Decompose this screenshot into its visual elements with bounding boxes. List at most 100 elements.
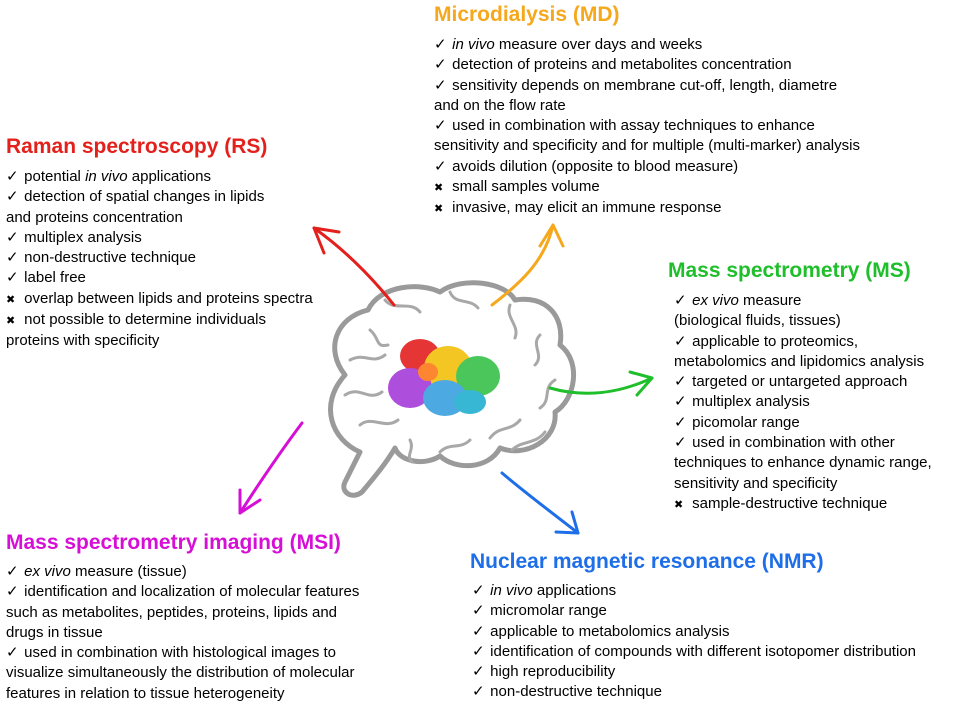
panel-title: Mass spectrometry (MS) [668,259,911,282]
check-mark-icon: ✓ [472,582,485,599]
cross-mark-icon: ✖ [434,203,444,216]
feature-line: and proteins concentration [6,208,313,228]
feature-line: ✓ multiplex analysis [6,228,313,248]
feature-text: potential [24,168,86,185]
check-mark-icon: ✓ [6,269,19,287]
feature-line: ✓ used in combination with other [674,433,932,453]
feature-text: micromolar range [490,602,607,620]
feature-text: and on the flow rate [434,96,566,114]
feature-line: ✓ in vivo applications [472,581,916,601]
microdialysis-panel: Microdialysis (MD) ✓ in vivo measure ove… [434,2,860,220]
feature-line: techniques to enhance dynamic range, [674,453,932,473]
brain-gyri [343,290,557,464]
check-mark-icon: ✓ [472,642,485,660]
check-mark-icon: ✓ [674,292,687,309]
feature-text: non-destructive technique [24,249,196,267]
feature-text: proteins with specificity [6,332,160,350]
check-mark-icon: ✓ [434,36,447,53]
feature-list: ✓ ex vivo measure (tissue)✓ identificati… [6,562,359,704]
check-mark-icon: ✓ [434,56,447,74]
panel-title: Raman spectroscopy (RS) [6,135,268,158]
feature-line: and on the flow rate [434,96,860,116]
feature-text: high reproducibility [490,663,616,681]
raman-spectroscopy-panel: Raman spectroscopy (RS) ✓ potential in v… [6,134,313,352]
feature-text: label free [24,269,86,287]
feature-text: applications [127,168,211,185]
feature-text: identification of compounds with differe… [490,642,916,660]
feature-text: non-destructive technique [490,683,662,701]
check-mark-icon: ✓ [6,644,19,662]
feature-line: ✓ detection of spatial changes in lipids [6,187,313,207]
check-mark-icon: ✓ [6,563,19,580]
arrow-ms [548,370,654,397]
cross-mark-icon: ✖ [434,182,444,195]
check-mark-icon: ✓ [472,663,485,681]
check-mark-icon: ✓ [674,413,687,431]
arrow-md [490,223,565,307]
feature-text: sensitivity and specificity and for mult… [434,137,860,155]
feature-text: detection of proteins and metabolites co… [452,56,792,74]
feature-text: multiplex analysis [692,393,810,411]
feature-line: sensitivity and specificity and for mult… [434,136,860,156]
feature-text: applications [532,582,617,599]
feature-text: not possible to determine individuals [24,311,266,329]
feature-line: ✓ detection of proteins and metabolites … [434,55,860,75]
feature-text-italic: in vivo [85,168,128,185]
check-mark-icon: ✓ [674,332,687,350]
feature-line: ✓ identification and localization of mol… [6,582,359,602]
check-mark-icon: ✓ [674,434,687,452]
feature-list: ✓ in vivo measure over days and weeks✓ d… [434,35,860,220]
feature-line: ✖ overlap between lipids and proteins sp… [6,289,313,310]
feature-line: ✓ applicable to metabolomics analysis [472,622,916,642]
cross-mark-icon: ✖ [6,293,16,306]
feature-line: ✓ micromolar range [472,601,916,621]
feature-line: ✓ avoids dilution (opposite to blood mea… [434,157,860,177]
feature-list: ✓ ex vivo measure(biological fluids, tis… [674,291,932,515]
panel-title: Microdialysis (MD) [434,3,620,26]
brain-illustration [328,280,577,498]
feature-text: sensitivity depends on membrane cut-off,… [452,76,838,94]
feature-text: measure (tissue) [70,563,187,580]
feature-line: (biological fluids, tissues) [674,311,932,331]
feature-text-italic: in vivo [490,582,533,599]
check-mark-icon: ✓ [6,168,19,185]
feature-text: invasive, may elicit an immune response [452,199,722,217]
feature-line: ✖ sample-destructive technique [674,494,932,515]
feature-line: such as metabolites, peptides, proteins,… [6,603,359,623]
feature-text: techniques to enhance dynamic range, [674,454,932,472]
feature-text: used in combination with other [692,434,895,452]
panel-title: Mass spectrometry imaging (MSI) [6,531,341,554]
feature-line: ✓ targeted or untargeted approach [674,372,932,392]
feature-text: drugs in tissue [6,623,103,641]
feature-text: detection of spatial changes in lipids [24,188,265,206]
feature-text: used in combination with assay technique… [452,117,815,135]
check-mark-icon: ✓ [674,393,687,411]
feature-line: ✖ small samples volume [434,177,860,198]
feature-line: ✓ sensitivity depends on membrane cut-of… [434,76,860,96]
feature-line: ✓ identification of compounds with diffe… [472,642,916,662]
feature-line: ✓ used in combination with histological … [6,643,359,663]
check-mark-icon: ✓ [6,188,19,206]
feature-text: targeted or untargeted approach [692,373,908,391]
feature-line: ✓ ex vivo measure [674,291,932,311]
arrow-nmr [500,471,580,535]
brain-color-regions [388,339,500,416]
feature-list: ✓ potential in vivo applications ✓ detect… [6,167,313,352]
feature-line: ✓ label free [6,268,313,288]
feature-line: ✖ invasive, may elicit an immune respons… [434,198,860,219]
feature-text: measure [738,292,802,309]
nuclear-magnetic-resonance-panel: Nuclear magnetic resonance (NMR) ✓ in vi… [470,549,916,703]
check-mark-icon: ✓ [6,228,19,246]
feature-line: ✓ ex vivo measure (tissue) [6,562,359,582]
feature-text: features in relation to tissue heterogen… [6,684,285,702]
feature-text: avoids dilution (opposite to blood measu… [452,157,739,175]
check-mark-icon: ✓ [472,622,485,640]
feature-text: measure over days and weeks [494,36,703,53]
check-mark-icon: ✓ [472,683,485,701]
check-mark-icon: ✓ [674,373,687,391]
cross-mark-icon: ✖ [6,315,16,328]
feature-text: multiplex analysis [24,228,142,246]
feature-text-italic: ex vivo [24,563,71,580]
feature-text: and proteins concentration [6,208,183,226]
feature-text: sample-destructive technique [692,494,888,512]
